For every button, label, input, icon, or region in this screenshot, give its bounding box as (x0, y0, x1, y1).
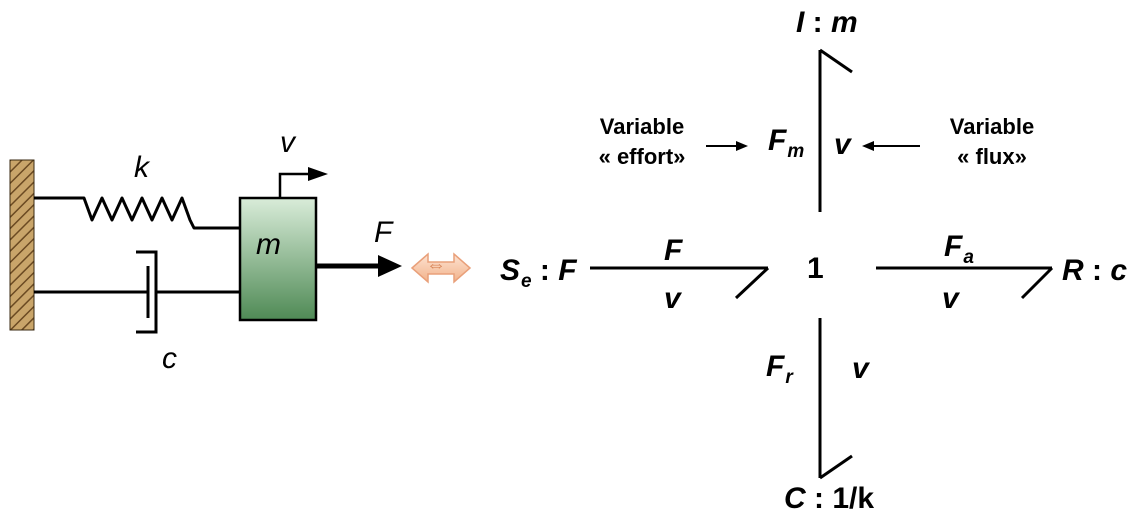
left-bond-flow: v (664, 282, 681, 315)
flux-pointer-arrow (862, 141, 920, 151)
capacitor-element-label: C : 1/k (784, 482, 875, 515)
top-bond-flow: v (834, 128, 851, 161)
right-bond-flow: v (942, 282, 959, 315)
effort-pointer-arrow (706, 141, 748, 151)
velocity-arrow (278, 167, 328, 198)
resistor-element-label: R : c (1062, 254, 1128, 287)
damper-label: c (162, 342, 177, 375)
bond-left (590, 266, 770, 300)
mass-label: m (256, 228, 281, 261)
wall (9, 159, 35, 331)
equivalence-symbol-text: ⇔ (426, 254, 446, 276)
velocity-label: v (280, 126, 295, 159)
bond-top (818, 48, 853, 212)
bottom-bond-flow: v (852, 352, 869, 385)
damper (34, 250, 240, 334)
left-bond-effort: F (664, 234, 683, 267)
effort-annotation-line2: « effort» (598, 144, 686, 169)
flux-annotation: Variable « flux» (930, 112, 1054, 172)
equivalence-arrow (410, 252, 472, 284)
flux-annotation-line1: Variable (949, 114, 1035, 139)
bond-bottom (818, 318, 853, 480)
right-bond-effort: Fa (944, 230, 974, 268)
inertia-element-label: I : m (796, 6, 858, 39)
flux-annotation-line2: « flux» (957, 144, 1027, 169)
bottom-bond-effort: Fr (766, 350, 793, 388)
effort-annotation-line1: Variable (599, 114, 685, 139)
junction-1: 1 (807, 252, 824, 285)
mass-block (238, 196, 318, 322)
force-arrow (316, 255, 402, 277)
force-label: F (374, 216, 393, 249)
effort-annotation: Variable « effort» (580, 112, 704, 172)
top-bond-effort: Fm (768, 124, 805, 162)
source-element-label: Se : F (500, 254, 577, 292)
spring (34, 196, 240, 230)
bond-right (876, 266, 1054, 300)
spring-label: k (134, 151, 149, 184)
